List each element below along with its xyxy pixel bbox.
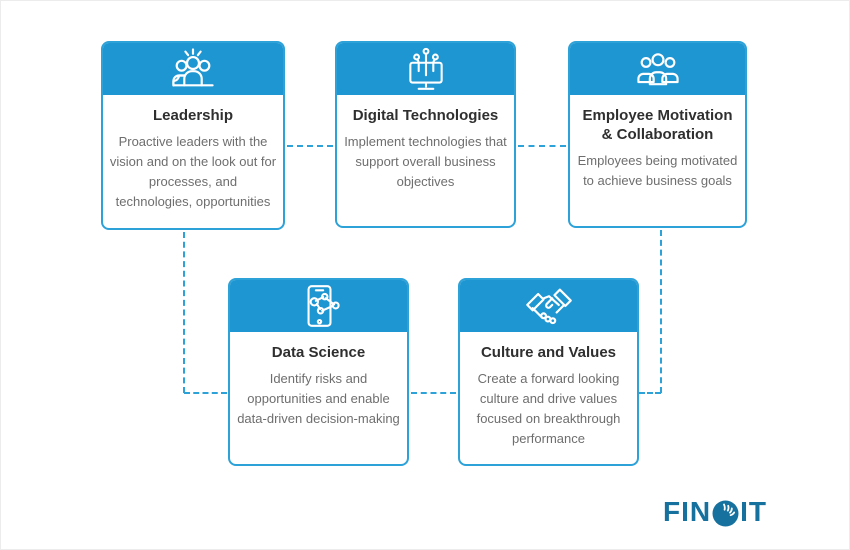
connector-leadership-down [183,232,185,393]
card-data-science: Data Science Identify risks and opportun… [228,278,409,466]
handshake-icon [524,284,574,328]
connector-datascience-culture [411,392,456,394]
card-title: Employee Motivation & Collaboration [582,107,733,143]
card-title: Digital Technologies [352,107,499,124]
connector-digital-employee [518,145,566,147]
card-header [230,280,407,332]
card-description: Implement technologies that support over… [344,134,507,189]
card-description: Create a forward looking culture and dri… [476,371,621,446]
card-leadership: Leadership Proactive leaders with the vi… [101,41,285,230]
team-leader-icon [168,47,218,91]
card-culture-and-values: Culture and Values Create a forward look… [458,278,639,466]
card-description: Identify risks and opportunities and ena… [237,371,400,426]
card-title: Data Science [271,344,366,361]
connector-employee-down [660,230,662,393]
card-description: Proactive leaders with the vision and on… [109,134,277,209]
card-digital-technologies: Digital Technologies Implement technolog… [335,41,516,228]
connector-employee-culture [639,392,661,394]
card-title: Culture and Values [480,344,617,361]
card-header [460,280,637,332]
connector-leadership-datascience [184,392,227,394]
monitor-connections-icon [402,46,450,92]
finoit-logo: FIN IT [663,497,767,527]
mobile-analytics-icon [295,283,343,329]
card-header [570,43,745,95]
logo-hand-circle-icon [712,500,739,527]
card-description: Employees being motivated to achieve bus… [577,153,738,188]
people-group-icon [633,48,683,90]
logo-text-fin: FIN [663,496,712,527]
card-employee-motivation: Employee Motivation & Collaboration Empl… [568,41,747,228]
card-header [103,43,283,95]
logo-text-it: IT [740,496,767,527]
card-header [337,43,514,95]
card-title: Leadership [152,107,234,124]
connector-leadership-digital [287,145,333,147]
